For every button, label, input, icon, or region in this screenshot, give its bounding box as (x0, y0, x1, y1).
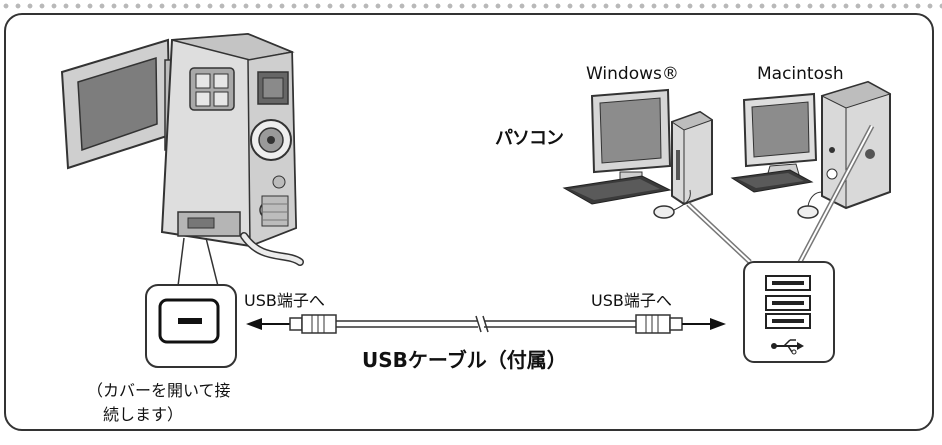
cover-note-line1: （カバーを開いて接 (87, 381, 231, 400)
macintosh-icon (730, 80, 892, 219)
cover-note-line2: 続します） (103, 405, 184, 424)
pc-port-callout-lines (686, 124, 875, 264)
usb-port-label-right: USB端子へ (591, 291, 672, 310)
diagram-frame (4, 13, 934, 431)
usb-cable-icon (246, 314, 726, 334)
windows-pc-icon (562, 88, 714, 219)
dotted-top-border (0, 2, 942, 10)
usb-cable-caption: USBケーブル（付属） (362, 348, 567, 372)
usb-symbol-icon (771, 339, 804, 355)
camcorder-usb-port-icon (145, 284, 237, 368)
usb-port-label-left: USB端子へ (244, 291, 325, 310)
macintosh-label: Macintosh (757, 64, 844, 84)
computer-usb-port-icon (743, 261, 835, 363)
pc-label: パソコン (495, 128, 564, 149)
port-callout-lines (177, 237, 219, 287)
windows-label: Windows® (586, 64, 679, 84)
camcorder-icon (60, 32, 304, 266)
